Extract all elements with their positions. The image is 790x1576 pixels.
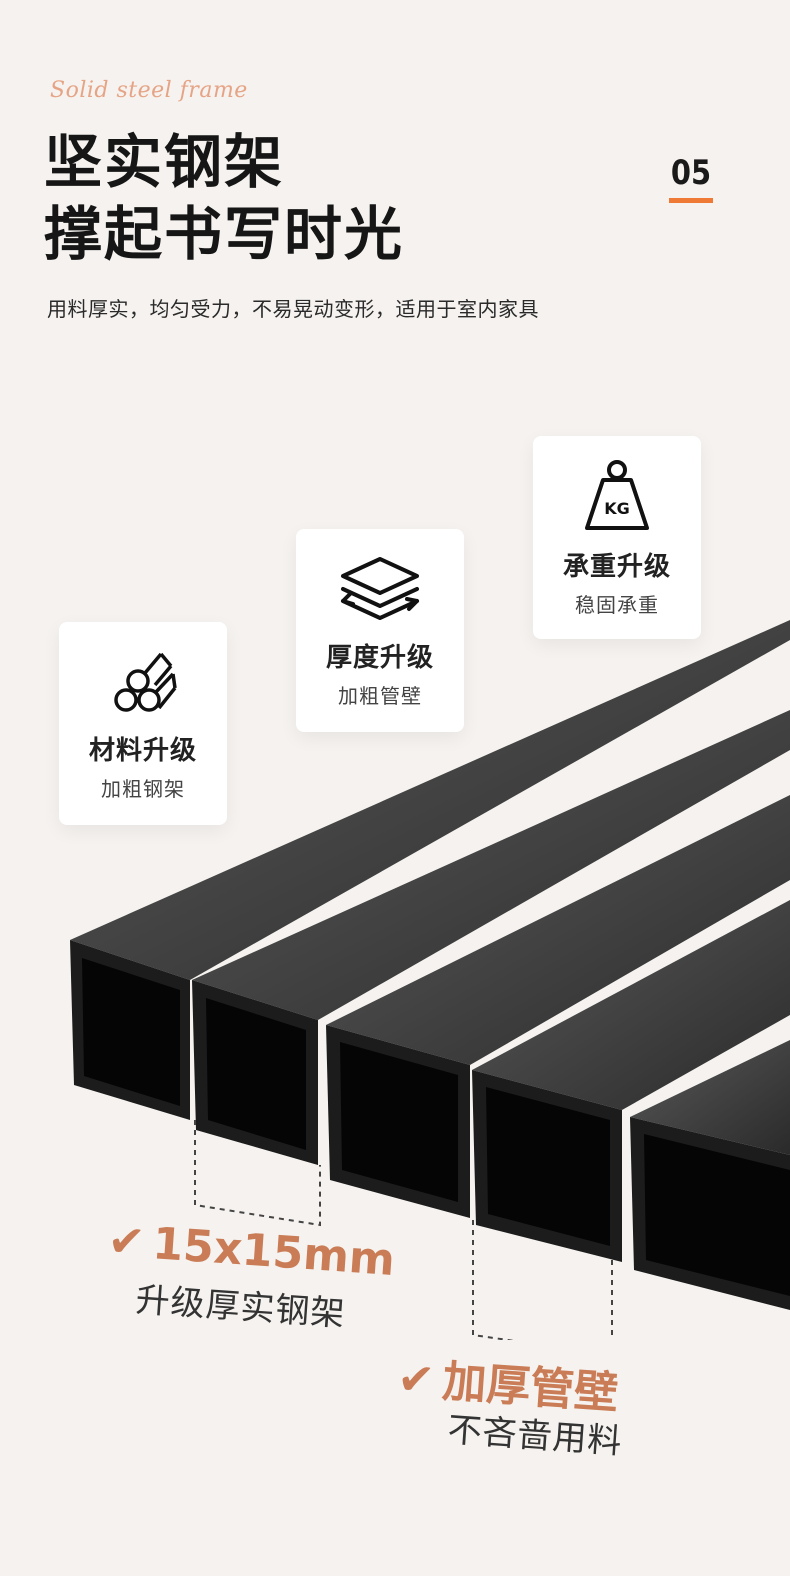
feature-title: 厚度升级 xyxy=(325,643,434,673)
check-icon: ✔ xyxy=(106,1215,147,1269)
feature-card-load: KG 承重升级 稳固承重 xyxy=(533,436,701,639)
feature-card-material: 材料升级 加粗钢架 xyxy=(59,622,227,825)
script-tagline: Solid steel frame xyxy=(50,78,248,103)
pipes-icon xyxy=(114,652,177,712)
steel-tube xyxy=(472,900,790,1262)
check-icon: ✔ xyxy=(395,1353,437,1407)
page-number-underline xyxy=(669,198,713,203)
steel-tube xyxy=(630,1040,790,1310)
steel-tube xyxy=(70,620,790,1120)
weight-kg-icon: KG xyxy=(585,460,649,530)
feature-subtitle: 加粗管壁 xyxy=(338,684,422,708)
steel-tubes-illustration xyxy=(70,620,790,1340)
feature-title: 材料升级 xyxy=(88,736,197,766)
steel-tube xyxy=(192,710,790,1165)
feature-subtitle: 稳固承重 xyxy=(575,593,659,617)
feature-title: 承重升级 xyxy=(562,552,671,582)
page-number: 05 xyxy=(670,153,712,193)
page-subtitle: 用料厚实，均匀受力，不易晃动变形，适用于室内家具 xyxy=(47,297,539,321)
page-title-line1: 坚实钢架 xyxy=(44,128,285,196)
dimension-guide xyxy=(194,1120,613,1340)
layers-icon xyxy=(341,557,419,620)
steel-tube xyxy=(326,795,790,1218)
feature-subtitle: 加粗钢架 xyxy=(101,777,185,801)
page-title-line2: 撑起书写时光 xyxy=(44,200,405,268)
feature-card-thickness: 厚度升级 加粗管壁 xyxy=(296,529,464,732)
weight-label: KG xyxy=(604,499,630,518)
